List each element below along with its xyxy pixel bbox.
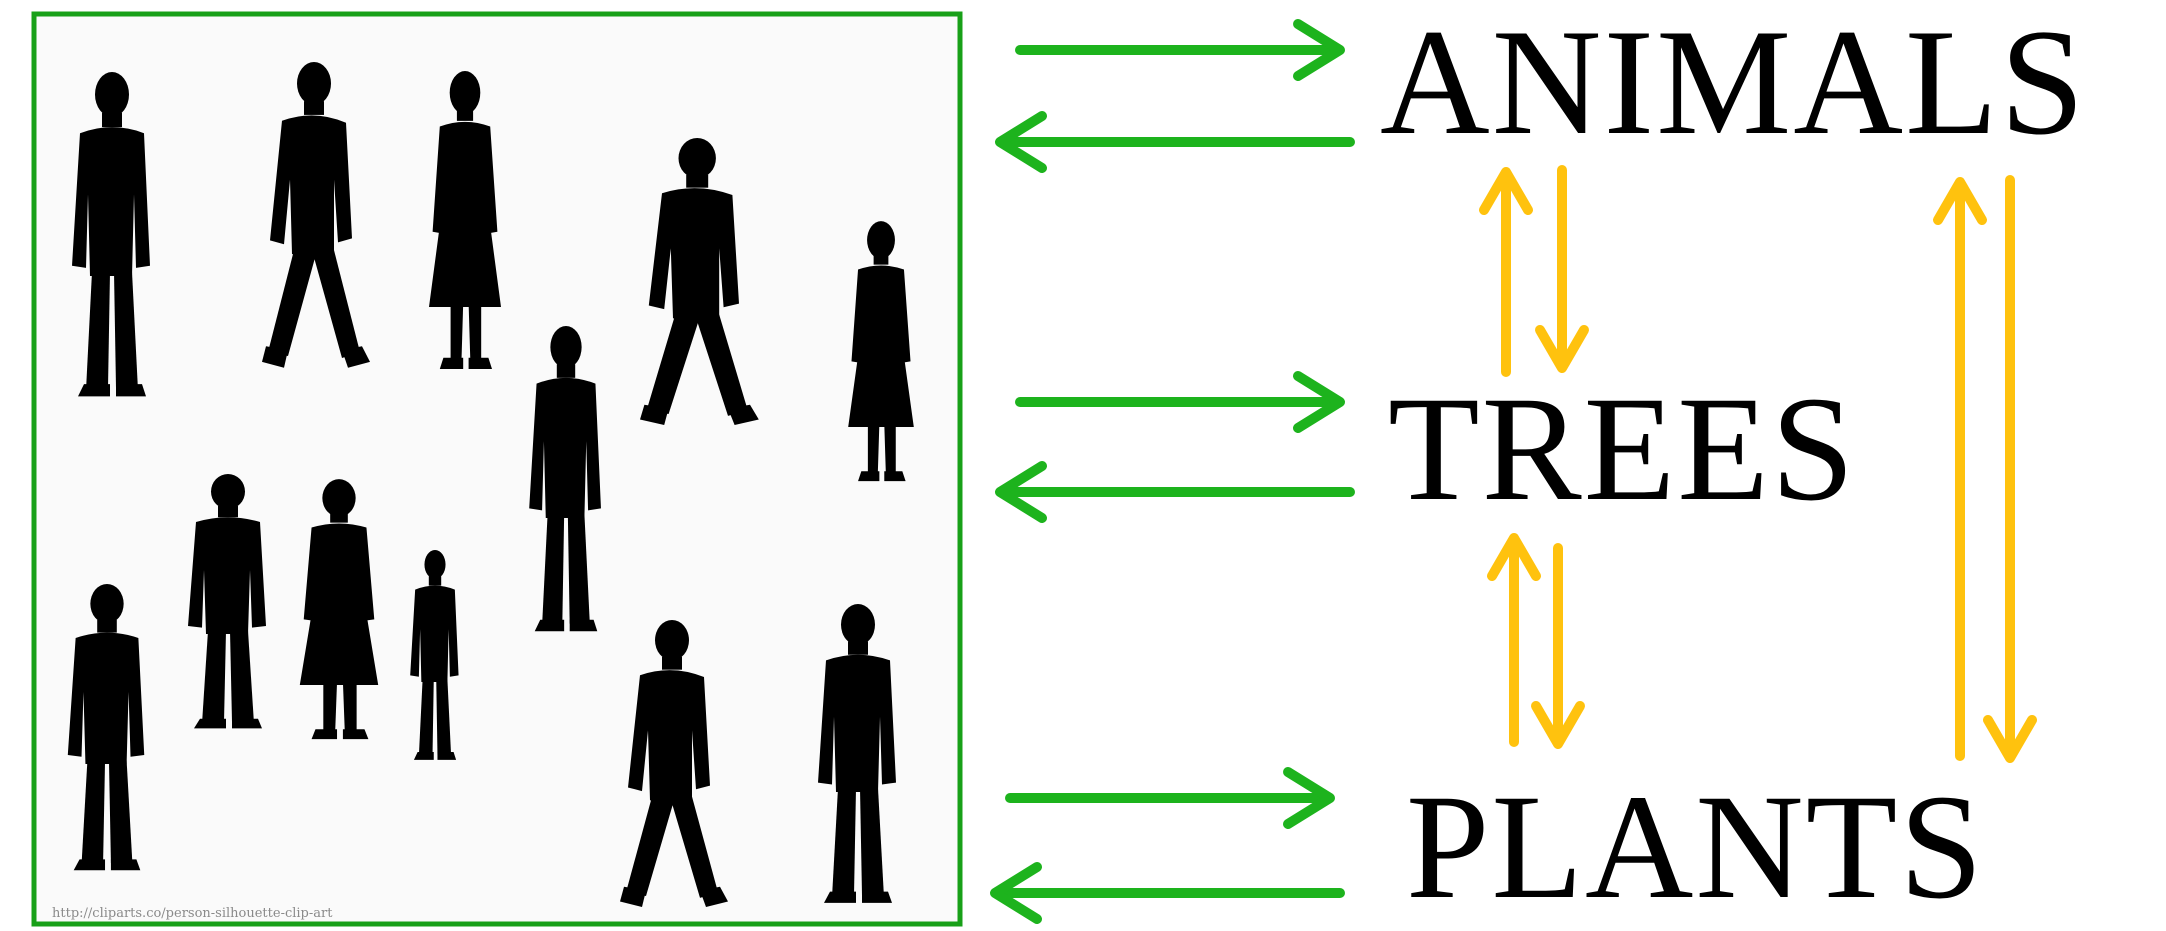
arrow-photo-to-animals bbox=[1015, 19, 1345, 81]
label-trees: TREES bbox=[1388, 366, 1857, 532]
arrow-trees-to-animals bbox=[1479, 167, 1533, 377]
label-plants: PLANTS bbox=[1406, 764, 1985, 930]
yellow-arrows bbox=[1479, 165, 2037, 763]
arrow-trees-to-plants bbox=[1531, 543, 1585, 749]
green-arrows bbox=[990, 19, 1355, 924]
arrow-animals-to-trees bbox=[1535, 165, 1589, 373]
arrow-animals-to-plants bbox=[1983, 175, 2037, 763]
arrow-plants-to-photo bbox=[990, 862, 1345, 924]
arrow-photo-to-plants bbox=[1005, 767, 1335, 829]
arrow-plants-to-animals bbox=[1933, 177, 1987, 761]
arrow-plants-to-trees bbox=[1487, 533, 1541, 747]
arrow-trees-to-photo bbox=[995, 461, 1355, 523]
arrow-animals-to-photo bbox=[995, 111, 1355, 173]
people-photo-panel bbox=[31, 11, 963, 927]
photo-frame bbox=[31, 11, 963, 927]
label-animals: ANIMALS bbox=[1380, 0, 2087, 166]
arrow-photo-to-trees bbox=[1015, 371, 1345, 433]
image-credit: http://cliparts.co/person-silhouette-cli… bbox=[52, 906, 333, 921]
